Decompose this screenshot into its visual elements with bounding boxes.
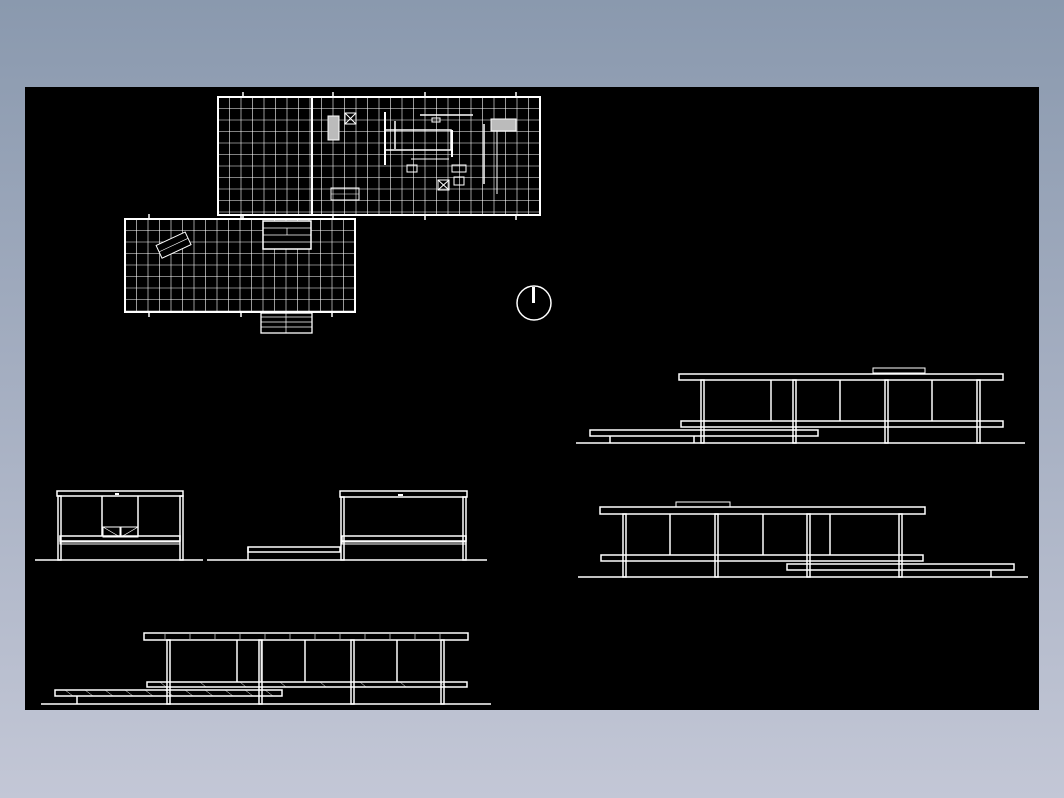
upper-plan-grid	[218, 97, 540, 215]
terrace-plan	[124, 214, 356, 334]
section-left	[35, 490, 203, 561]
terrace-plan-grid	[125, 219, 355, 312]
section-right	[207, 490, 487, 561]
upper-floor-plan	[217, 92, 541, 220]
elevation-upper-right	[576, 367, 1025, 444]
cad-model-space[interactable]	[25, 87, 1039, 710]
elevation-lower-right	[578, 501, 1028, 578]
cad-drawing	[35, 92, 1028, 705]
elevation-bottom	[41, 632, 491, 705]
north-arrow-symbol	[516, 285, 552, 321]
